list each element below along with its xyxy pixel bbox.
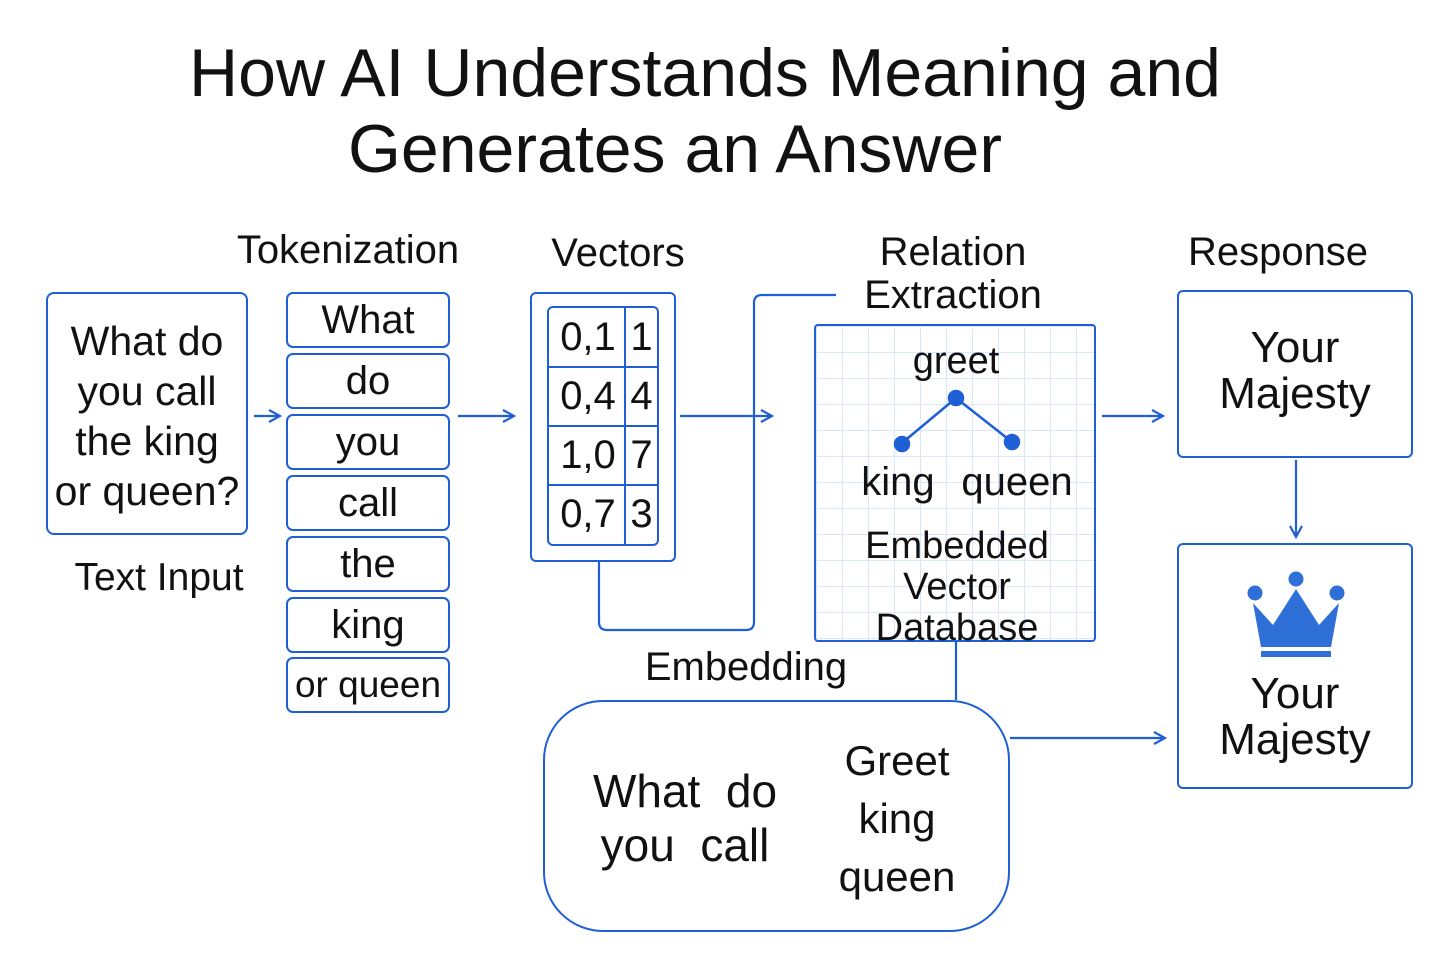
embedding-concept: king <box>858 795 936 842</box>
token: you <box>286 414 450 470</box>
embedding-loop-line <box>597 293 836 632</box>
title-line-1: How AI Understands Meaning and <box>189 35 1221 111</box>
relation-node-greet: greet <box>912 340 1000 382</box>
input-line: the king <box>75 418 219 464</box>
token: do <box>286 353 450 409</box>
database-label-line: Vector <box>903 566 1011 608</box>
vector-value: 0,1 <box>560 314 616 359</box>
title-line-2: Generates an Answer <box>348 111 1002 187</box>
relation-graph <box>893 389 1021 453</box>
final-line: Majesty <box>1219 715 1371 764</box>
text-input-box: What do you call the king or queen? <box>46 292 248 535</box>
vector-value: 1,0 <box>560 432 616 477</box>
token: king <box>286 597 450 653</box>
vectors-table: 0,1 1 0,4 4 1,0 7 0,7 3 <box>547 306 659 546</box>
embedding-label: Embedding <box>644 645 848 689</box>
input-line: you call <box>77 368 217 414</box>
vector-value: 4 <box>630 373 653 418</box>
embedding-query-line: you call <box>600 819 770 871</box>
vectors-box: 0,1 1 0,4 4 1,0 7 0,7 3 <box>530 292 676 562</box>
relation-label-line-1: Relation <box>879 230 1027 274</box>
response-label: Response <box>1187 230 1369 274</box>
relation-label-line-2: Extraction <box>864 273 1042 317</box>
token: or queen <box>286 657 450 713</box>
vector-value: 3 <box>630 491 653 536</box>
vector-value: 7 <box>630 432 653 477</box>
relation-node-king: king <box>861 460 935 504</box>
token: What <box>286 292 450 348</box>
database-label-line: Database <box>875 607 1039 649</box>
token: call <box>286 475 450 531</box>
text-input-label: Text Input <box>74 556 244 599</box>
crown-icon <box>1247 571 1345 657</box>
response-line: Majesty <box>1219 369 1371 418</box>
token: the <box>286 536 450 592</box>
database-label: Embedded Vector Database <box>816 526 1098 649</box>
vectors-label: Vectors <box>551 231 685 275</box>
vector-value: 1 <box>630 314 653 359</box>
response-line: Your <box>1250 323 1340 372</box>
embedding-box: What do you call Greet king queen <box>543 700 1010 932</box>
tokenization-label: Tokenization <box>236 228 460 272</box>
final-answer-box: Your Majesty <box>1177 543 1413 789</box>
relation-node-queen: queen <box>961 460 1073 504</box>
response-box: Your Majesty <box>1177 290 1413 458</box>
embedding-query-line: What do <box>592 765 778 817</box>
final-line: Your <box>1250 669 1340 718</box>
input-line: What do <box>70 318 224 364</box>
database-label-line: Embedded <box>865 525 1049 567</box>
input-line: or queen? <box>54 468 240 514</box>
embedding-concept: Greet <box>844 737 950 784</box>
vector-value: 0,4 <box>560 373 616 418</box>
embedding-concept: queen <box>838 853 956 900</box>
embedded-vector-database: greet king queen Embedded Vector Databas… <box>814 324 1096 649</box>
vector-value: 0,7 <box>560 491 616 536</box>
